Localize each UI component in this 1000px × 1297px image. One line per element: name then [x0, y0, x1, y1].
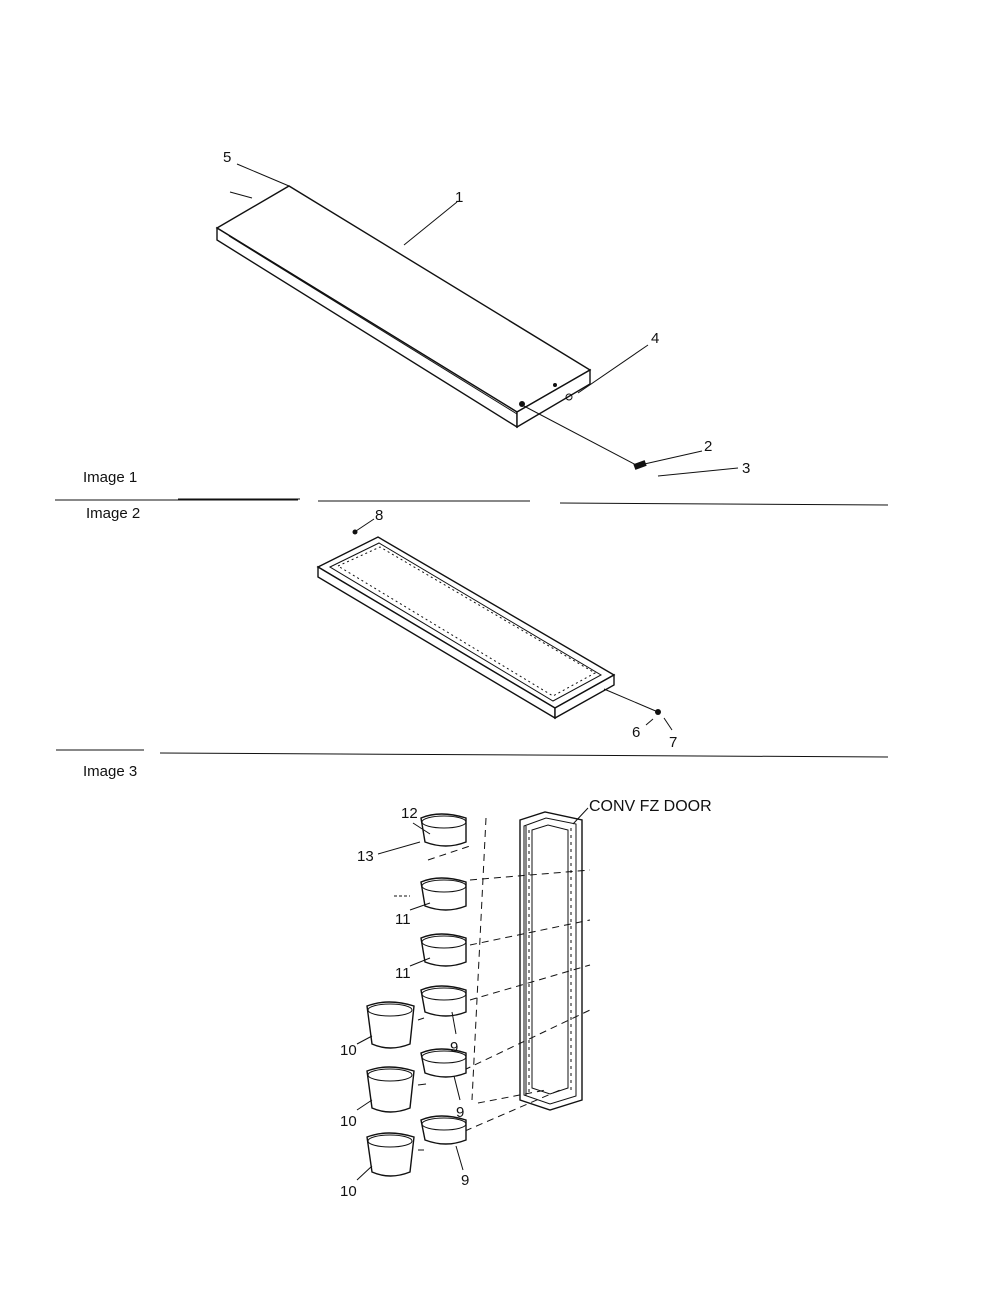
door-label: CONV FZ DOOR: [589, 798, 712, 815]
part-label-9-lower: 9: [461, 1172, 469, 1189]
shelf-assembly: [215, 185, 592, 429]
shelf-frame-assembly: [316, 536, 616, 720]
door-bin-10-lower: [366, 1132, 415, 1177]
door-bin-11-lower: [420, 933, 467, 967]
part-label-8: 8: [375, 507, 383, 524]
part-label-4: 4: [651, 330, 659, 347]
door-bin-9-lower: [420, 1115, 467, 1145]
part-label-5: 5: [223, 149, 231, 166]
part-label-2: 2: [704, 438, 712, 455]
door-bin-11-upper: [420, 877, 467, 911]
part-label-10-middle: 10: [340, 1113, 357, 1130]
door-bin-10-middle: [366, 1066, 415, 1113]
door-bin-12: [420, 813, 467, 847]
section-label-image-1: Image 1: [83, 469, 137, 486]
part-label-6: 6: [632, 724, 640, 741]
part-label-10-upper: 10: [340, 1042, 357, 1059]
part-label-7: 7: [669, 734, 677, 751]
door-bin-9-middle: [420, 1048, 467, 1078]
part-label-3: 3: [742, 460, 750, 477]
part-label-12: 12: [401, 805, 418, 822]
part-label-11-lower: 11: [395, 965, 411, 982]
part-label-10-lower: 10: [340, 1183, 357, 1200]
section-label-image-2: Image 2: [86, 505, 140, 522]
section-label-image-3: Image 3: [83, 763, 137, 780]
part-label-13: 13: [357, 848, 374, 865]
part-label-9-upper: 9: [450, 1039, 458, 1056]
part-label-11-upper: 11: [395, 911, 411, 928]
door-bin-9-upper: [420, 985, 467, 1017]
part-label-1: 1: [455, 189, 463, 206]
door-bin-10-upper: [366, 1001, 415, 1049]
freezer-door: [519, 811, 583, 1111]
part-label-9-middle: 9: [456, 1104, 464, 1121]
